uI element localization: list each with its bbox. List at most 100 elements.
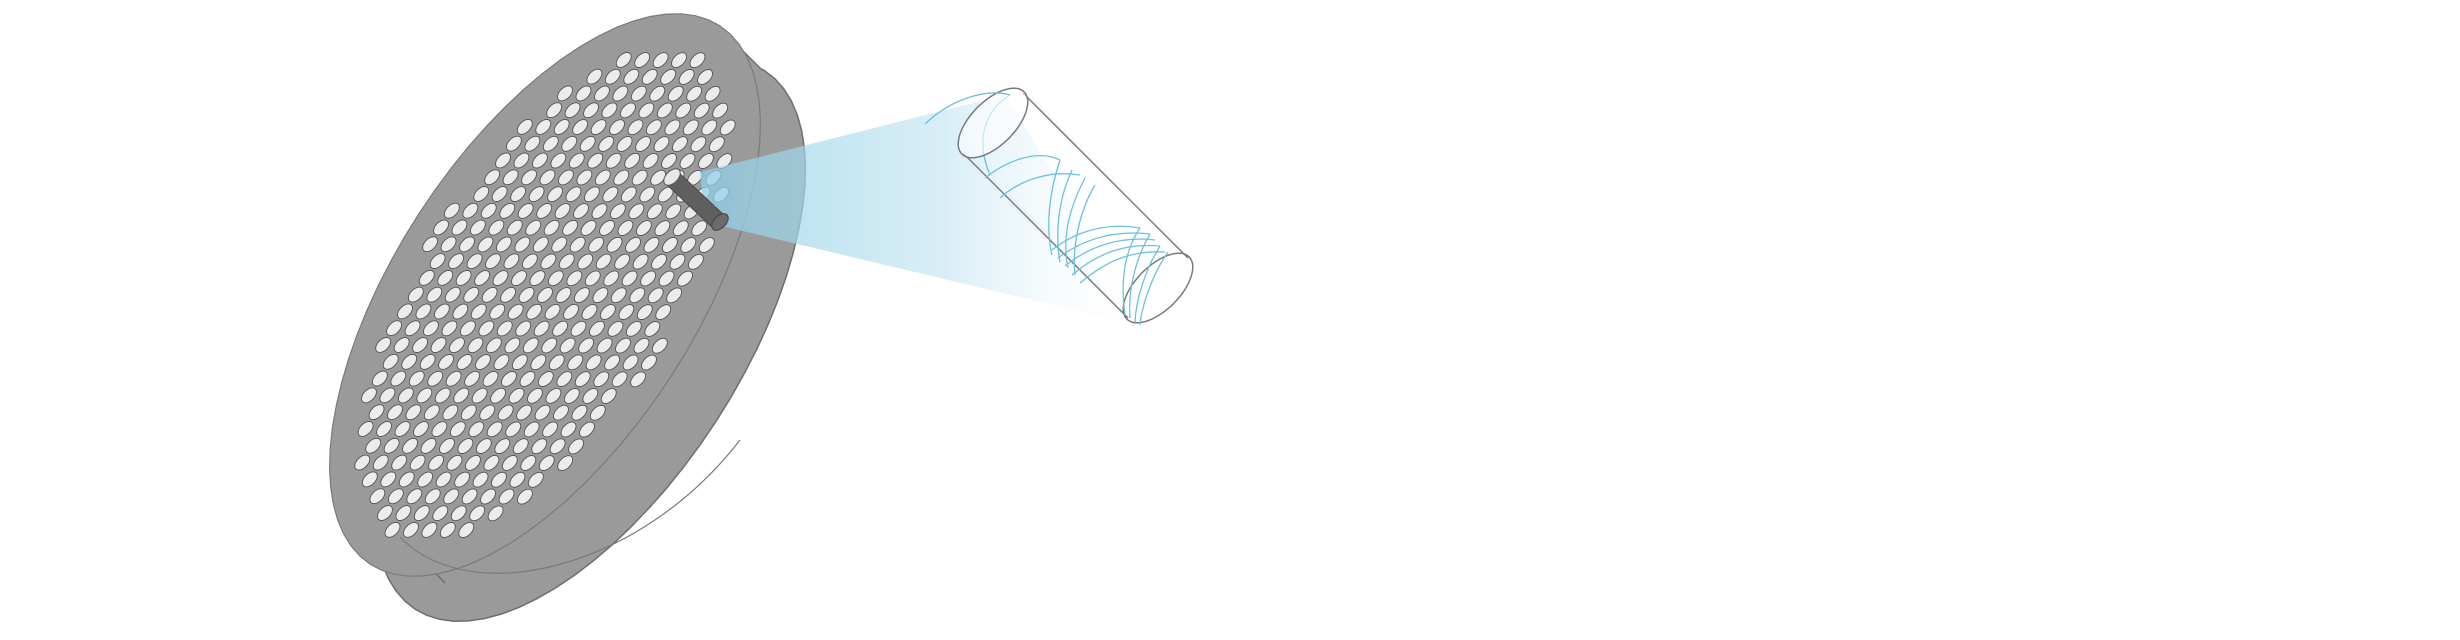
pore-hole (604, 68, 621, 85)
pore-hole (531, 438, 548, 455)
pore-hole (491, 186, 508, 202)
pore-hole (558, 253, 575, 270)
pore-hole (422, 236, 439, 253)
pore-hole (492, 270, 509, 286)
pore-hole (600, 388, 617, 404)
pore-hole (655, 304, 672, 321)
pore-hole (602, 186, 619, 203)
pore-hole (519, 371, 536, 387)
pore-hole (574, 371, 591, 388)
pore-hole (631, 169, 648, 186)
pore-hole (682, 119, 699, 136)
pore-hole (544, 303, 561, 320)
pore-hole (526, 303, 543, 320)
pore-hole (529, 270, 546, 287)
pore-hole (511, 354, 528, 371)
pore-hole (641, 354, 657, 371)
pore-hole (639, 186, 656, 203)
pore-hole (607, 320, 624, 337)
pore-hole (634, 52, 651, 68)
pore-hole (424, 488, 441, 505)
pore-hole (421, 522, 438, 538)
pore-hole (559, 337, 576, 354)
pore-hole (649, 85, 666, 102)
pore-hole (487, 505, 504, 522)
pore-hole (708, 136, 725, 153)
pore-hole (475, 438, 492, 454)
pore-hole (506, 135, 522, 152)
pore-hole (589, 320, 605, 337)
pore-hole (693, 102, 710, 119)
pore-hole (628, 203, 645, 220)
pore-hole (527, 387, 543, 404)
pore-hole (454, 471, 470, 488)
particle-trajectories (982, 94, 1169, 326)
pore-hole (453, 387, 470, 404)
pore-hole (499, 202, 516, 219)
pore-hole (533, 320, 550, 337)
pore-hole (386, 320, 402, 337)
pore-hole (468, 421, 485, 438)
pore-hole (459, 236, 475, 253)
pore-hole (357, 421, 374, 437)
pore-hole (395, 505, 412, 521)
pore-hole (431, 421, 448, 438)
pore-hole (467, 337, 484, 354)
pore-hole (397, 303, 413, 320)
pore-hole (384, 521, 401, 538)
pore-hole (654, 220, 671, 237)
pore-hole (552, 320, 569, 337)
pore-hole (497, 404, 514, 421)
pore-hole (458, 522, 475, 538)
pore-hole (563, 303, 579, 320)
pore-hole (361, 471, 378, 488)
pore-hole (402, 437, 418, 454)
pore-hole (599, 220, 615, 236)
pore-hole (449, 337, 465, 354)
pore-hole (443, 488, 460, 505)
pore-hole (471, 387, 488, 404)
pore-hole (528, 186, 545, 203)
pore-hole (621, 270, 638, 287)
pore-hole (697, 69, 713, 85)
pore-hole (390, 370, 407, 387)
pore-hole (587, 152, 604, 169)
pore-hole (550, 152, 567, 169)
pore-hole (438, 354, 454, 370)
pore-hole (689, 52, 706, 69)
pore-hole (430, 337, 447, 354)
pore-hole (441, 320, 458, 337)
pore-hole (534, 404, 551, 421)
pore-hole (594, 169, 611, 186)
pore-hole (524, 135, 541, 152)
pore-hole (507, 303, 524, 320)
pore-hole (361, 387, 377, 404)
trajectory-path (1065, 177, 1086, 269)
pore-hole (409, 454, 426, 471)
pore-hole (536, 203, 553, 219)
pore-hole (643, 236, 660, 253)
pore-hole (541, 337, 558, 354)
pore-hole (522, 337, 539, 354)
pore-hole (605, 152, 622, 169)
pore-hole (636, 304, 653, 321)
pore-hole (603, 270, 620, 287)
cylinder-wall-upper (1022, 92, 1189, 259)
pore-hole (377, 505, 393, 521)
pore-hole (444, 286, 461, 303)
pore-hole (426, 286, 443, 303)
pore-hole (380, 471, 397, 488)
pore-hole (459, 320, 476, 337)
pore-hole (562, 219, 579, 236)
pore-hole (627, 119, 644, 136)
pore-hole (672, 220, 689, 237)
pore-hole (464, 370, 480, 387)
pore-hole (517, 203, 534, 219)
pore-hole (379, 387, 396, 404)
pore-hole (538, 455, 555, 471)
pore-hole (513, 152, 530, 169)
pore-hole (622, 354, 639, 371)
pore-hole (567, 354, 584, 371)
pore-hole (640, 270, 657, 287)
pore-hole (475, 354, 491, 370)
